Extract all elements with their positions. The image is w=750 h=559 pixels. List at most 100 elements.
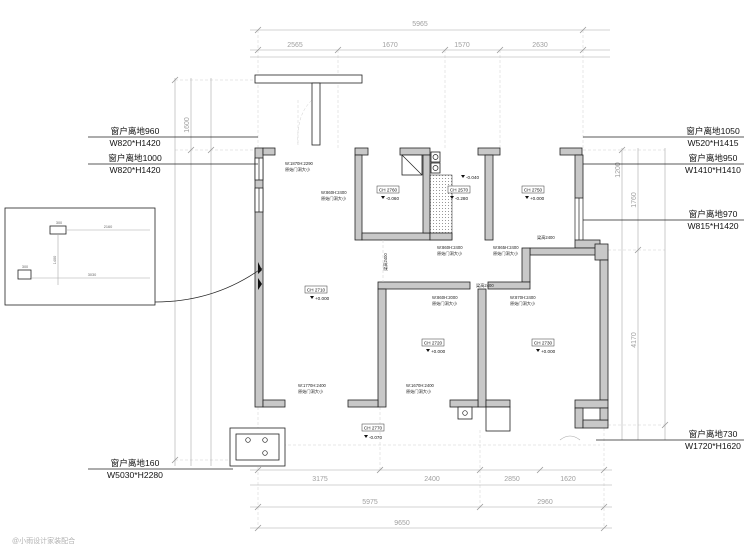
dimension-top-overall: 5965 — [412, 21, 428, 28]
window-height-label: 窗户离地1000 — [108, 152, 162, 163]
dimension-tick — [441, 46, 449, 54]
fixture — [457, 406, 473, 420]
room-elevation: +0.000 — [541, 349, 556, 354]
door-marker — [258, 262, 262, 274]
beam-height: 梁高2400 — [476, 282, 494, 289]
elevation-marker-icon — [525, 196, 529, 199]
dimension-right: 1760 — [631, 192, 638, 208]
wall — [361, 232, 431, 241]
window-size-label: W5030*H2280 — [107, 470, 163, 480]
wall — [354, 154, 363, 241]
wall — [559, 147, 583, 156]
wall — [529, 247, 601, 256]
room-tag-box — [376, 185, 400, 194]
window-size-label: W520*H1415 — [687, 138, 738, 148]
wall-left-exterior — [254, 147, 264, 408]
wall — [377, 288, 387, 408]
inset-dimension: 1400 — [53, 256, 57, 264]
window-labels-left: 窗户离地960 W820*H1420 窗户离地1000 W820*H1420 窗… — [107, 125, 163, 480]
fixture-circle — [262, 437, 268, 443]
wall — [521, 247, 531, 283]
door-size: W:860H:2400 — [321, 190, 347, 195]
door-note: 原始门洞大小 — [406, 388, 432, 395]
wall — [354, 147, 369, 156]
dimension-tick — [618, 146, 626, 154]
room-ceiling-height: CH 2720 — [424, 340, 443, 345]
corner-mark — [559, 435, 581, 441]
dimension-tick — [254, 46, 262, 54]
inset-leader-curve — [154, 267, 263, 303]
door-size: W:860H:2000 — [432, 295, 458, 300]
dimension-top-segment: 1570 — [454, 42, 470, 49]
dimension-tick — [634, 246, 642, 254]
dimension-tick — [376, 466, 384, 474]
dimension-bottom-segment: 1620 — [560, 476, 576, 483]
fixture — [430, 151, 441, 163]
dimension-bottom-segment: 3175 — [312, 476, 328, 483]
inset-detail: 300 2160 300 1400 3030 — [4, 207, 263, 306]
room-tag-box — [421, 338, 445, 347]
door-note: 原始门洞大小 — [510, 300, 536, 307]
wall — [599, 407, 609, 421]
dimension-bottom-segment: 2400 — [424, 476, 440, 483]
door-note: 原始门洞大小 — [432, 300, 458, 307]
room-ceiling-height: CH 2770 — [364, 425, 383, 430]
dimension-tick — [600, 503, 608, 511]
fixture-circle — [462, 410, 468, 416]
dimension-tick — [254, 466, 262, 474]
room-tag-box — [361, 423, 385, 432]
room-ceiling-height: CH 2730 — [534, 340, 553, 345]
wall — [574, 407, 584, 429]
window-size-label: W1720*H1620 — [685, 441, 741, 451]
window-height-label: 窗户离地730 — [689, 428, 738, 439]
door-note: 原始门洞大小 — [298, 388, 324, 395]
window-height-label: 窗户离地950 — [689, 152, 738, 163]
wall — [429, 232, 453, 241]
elevation-marker-icon — [426, 349, 430, 352]
room-elevation: +0.000 — [431, 349, 446, 354]
dimension-bottom-segment: 2850 — [504, 476, 520, 483]
wall — [574, 399, 609, 409]
wall — [262, 147, 276, 156]
fixture-circle — [432, 165, 439, 171]
door-size: W:865H:2400 — [493, 245, 519, 250]
extra-elevation: -0.040 — [466, 175, 479, 180]
wall — [449, 399, 479, 408]
dimension-bottom-room: 2960 — [537, 499, 553, 506]
wall — [422, 154, 431, 234]
door-swing — [297, 99, 313, 146]
wall — [311, 82, 321, 146]
inset-item — [17, 269, 32, 280]
dimension-top-segment: 2630 — [532, 42, 548, 49]
fixture-circle — [245, 437, 251, 443]
wall — [487, 281, 531, 290]
dimension-tick — [334, 46, 342, 54]
wall — [347, 399, 379, 408]
balcony-inner — [235, 433, 280, 461]
wall — [574, 154, 584, 199]
window-size-label: W820*H1420 — [109, 138, 160, 148]
dimension-tick — [600, 524, 608, 532]
dimension-top-segment: 1670 — [382, 42, 398, 49]
window-height-label: 窗户离地960 — [111, 125, 160, 136]
window-height-label: 窗户离地160 — [111, 457, 160, 468]
inset-dimension: 2160 — [104, 225, 112, 229]
wall — [477, 288, 487, 408]
room-elevation: +0.000 — [315, 296, 330, 301]
elevation-marker-icon — [381, 196, 385, 199]
room-ceiling-height: CH 2760 — [379, 187, 398, 192]
door-size: W:1670H:2400 — [406, 383, 435, 388]
inset-box — [4, 207, 156, 306]
wall — [594, 243, 609, 261]
room-elevation: +0.000 — [530, 196, 545, 201]
elevation-marker-icon — [450, 196, 454, 199]
fixture-circle — [432, 154, 439, 160]
wall — [582, 419, 609, 429]
door-size: W:1870H:2290 — [285, 161, 314, 166]
elevation-marker-icon — [364, 435, 368, 438]
dimension-right: 4170 — [631, 332, 638, 348]
door-size: W:870H:2400 — [510, 295, 536, 300]
walls — [229, 74, 609, 467]
dimension-tick — [171, 76, 179, 84]
door-note: 原始门洞大小 — [493, 250, 519, 257]
